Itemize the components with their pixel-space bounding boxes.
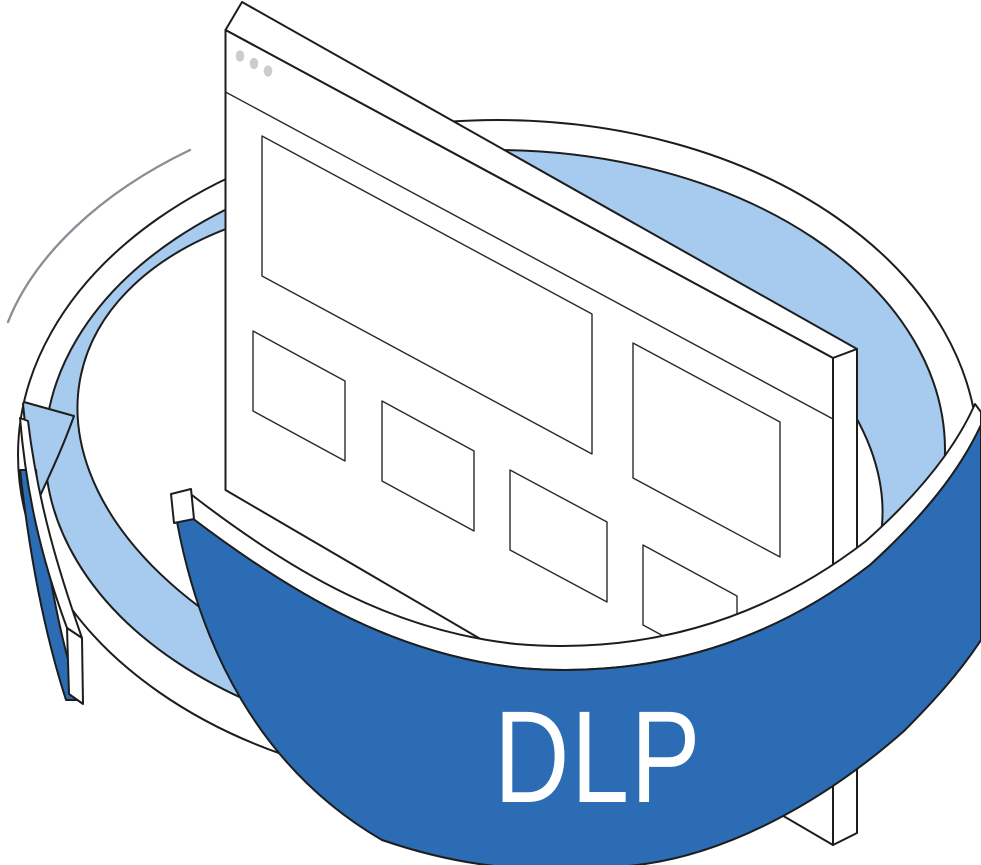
window-control-dot xyxy=(249,57,259,70)
hero-panel xyxy=(261,135,593,455)
ribbon-tail-end-face xyxy=(66,627,84,705)
tile-panel-1 xyxy=(252,330,346,462)
large-panel xyxy=(632,342,781,558)
window-control-dot xyxy=(263,65,273,77)
tile-panel-3 xyxy=(509,469,608,603)
motion-arc-icon xyxy=(6,148,192,324)
ribbon-label: DLP xyxy=(494,683,702,830)
tile-panel-2 xyxy=(381,400,475,532)
ribbon-band xyxy=(176,424,981,865)
ribbon-tail xyxy=(19,401,84,705)
ribbon-rim-end-face xyxy=(170,488,195,524)
ribbon-front xyxy=(170,403,981,865)
window-chrome-bar xyxy=(225,91,834,420)
window-control-dot xyxy=(235,50,245,62)
